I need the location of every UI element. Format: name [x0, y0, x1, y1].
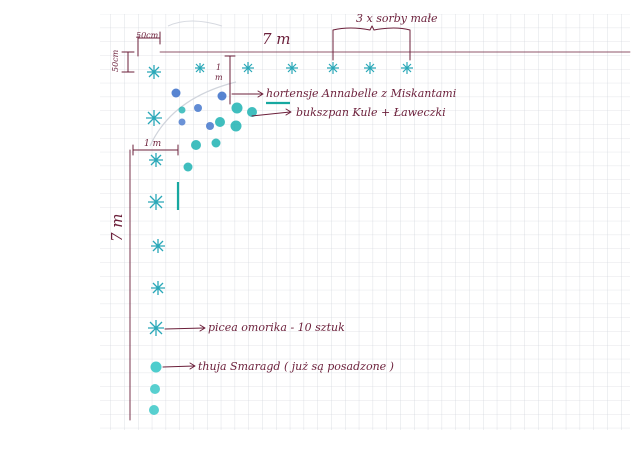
boxwood-dot [183, 162, 193, 172]
boxwood-dot [247, 107, 257, 117]
spruce-star-icon [195, 63, 205, 73]
boxwood-dot [211, 138, 221, 148]
top-row-stars [147, 62, 413, 79]
sorb-star-icon [401, 62, 413, 74]
one-meter-vertical: 1 m [215, 55, 236, 105]
legend-labels: hortensje Annabelle z Miskantami bukszpa… [198, 87, 456, 373]
spruce-star-icon [151, 281, 165, 295]
one-meter-horizontal: 1 m [132, 139, 179, 156]
benches [176, 101, 290, 210]
spruce-star-icon [148, 194, 164, 210]
top-dimension: 7 m 50cm [136, 20, 631, 57]
one-meter-vertical-unit: m [215, 73, 223, 82]
spruce-star-icon [151, 239, 165, 253]
spruce-star-icon [146, 110, 162, 126]
thuja-dot [150, 384, 160, 394]
hydrangea-dot [194, 104, 202, 112]
thuja-dots [149, 361, 162, 415]
hydrangea-dot [206, 122, 214, 130]
hortensje-label: hortensje Annabelle z Miskantami [266, 87, 456, 100]
picea-label: picea omorika - 10 sztuk [208, 321, 345, 334]
scale-50cm-left-label: 50cm [111, 49, 120, 72]
boxwood-dot [191, 140, 201, 150]
boxwood-dot [178, 106, 186, 114]
thuja-dot [150, 361, 162, 373]
left-dimension: 50cm 7 m [108, 49, 135, 421]
left-column-stars [146, 110, 165, 336]
thuja-dot [149, 405, 159, 415]
spruce-star-icon [242, 62, 254, 74]
spruce-star-icon [149, 153, 163, 167]
hydrangea-dot [217, 91, 227, 101]
scale-50cm-top-label: 50cm [136, 31, 159, 40]
one-meter-horizontal-label: 1 m [144, 139, 161, 149]
hydrangea-dots [171, 88, 227, 130]
legend-arrows [162, 90, 292, 370]
sorb-star-icon [327, 62, 339, 74]
sorbs-label: 3 x sorby małe [356, 12, 438, 25]
pencil-arc [149, 81, 237, 147]
spruce-star-icon [148, 320, 164, 336]
spruce-star-icon [286, 62, 298, 74]
hydrangea-dot [171, 88, 181, 98]
thuja-label: thuja Smaragd ( już są posadzone ) [198, 360, 394, 373]
boxwood-dot [215, 117, 225, 127]
sorb-star-icon [364, 62, 376, 74]
boxwood-dots [178, 102, 257, 172]
boxwood-dot [230, 120, 242, 132]
sorbs-bracket: 3 x sorby małe [332, 12, 438, 61]
top-width-label: 7 m [262, 30, 291, 48]
boxwood-dot [231, 102, 243, 114]
one-meter-vertical-num: 1 [216, 63, 221, 72]
bukszpan-label: bukszpan Kule + Ławeczki [296, 106, 446, 119]
hydrangea-dot [178, 118, 186, 126]
graph-paper [100, 14, 630, 430]
spruce-star-icon [147, 65, 161, 79]
left-height-label: 7 m [108, 213, 126, 242]
